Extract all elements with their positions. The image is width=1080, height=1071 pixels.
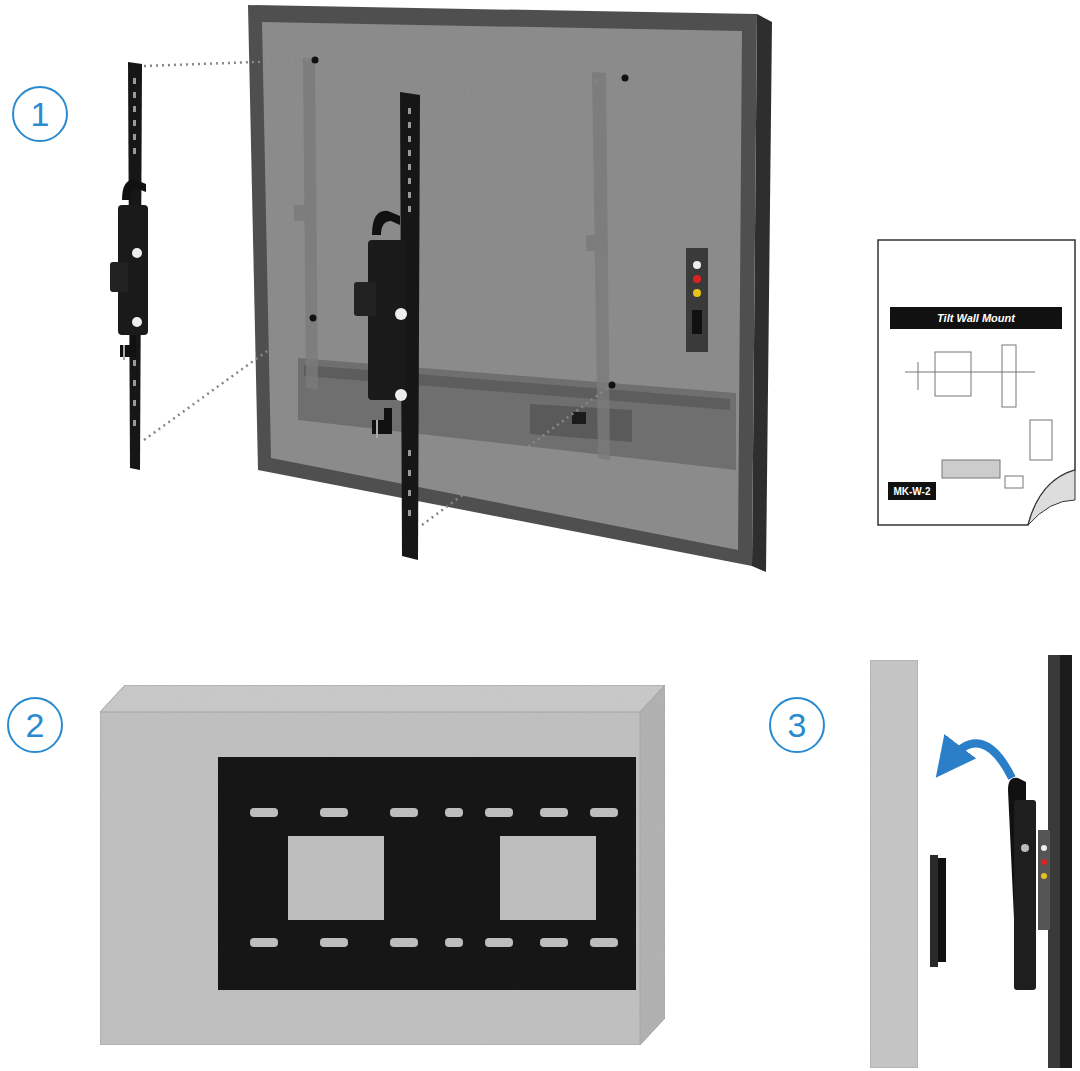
manual-booklet (878, 240, 1075, 525)
wall-plate (218, 757, 636, 990)
vertical-bracket (110, 62, 148, 470)
callout-number: 1 (12, 86, 68, 142)
tv-back (248, 5, 772, 572)
side-view (870, 655, 1072, 1068)
callout-number: 3 (769, 697, 825, 753)
guide-lines (144, 60, 622, 525)
model-tag: MK-W-2 (888, 482, 936, 500)
wall-block (100, 685, 665, 1045)
node-text: 1 (31, 95, 50, 134)
node-text: 2 (26, 706, 45, 745)
node-text: 3 (788, 706, 807, 745)
vertical-bracket (354, 92, 420, 560)
callout-number: 2 (7, 697, 63, 753)
node-text: MK-W-2 (893, 486, 930, 497)
node-text: Tilt Wall Mount (937, 312, 1015, 324)
manual-title-band: Tilt Wall Mount (890, 307, 1062, 329)
